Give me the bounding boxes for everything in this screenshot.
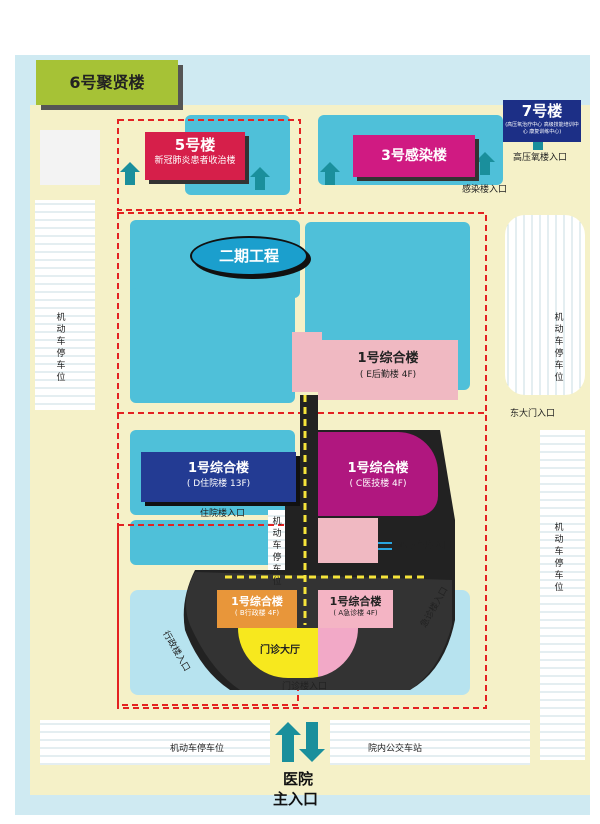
building-5-sub: 新冠肺炎患者收治楼 <box>154 156 236 166</box>
lobby-right <box>318 628 358 678</box>
building-5-name: 5号楼 <box>174 136 216 154</box>
building-b[interactable]: 1号综合楼 ( B行政楼 4F) <box>217 590 297 628</box>
main-entrance-line2: 主入口 <box>273 790 319 808</box>
building-c-wing <box>318 518 378 563</box>
building-e[interactable]: 1号综合楼 ( E后勤楼 4F) <box>318 340 458 400</box>
building-e-name: 1号综合楼 <box>357 351 419 366</box>
parking-bottom <box>40 720 270 765</box>
parking-left <box>35 200 95 410</box>
building-3-name: 3号感染楼 <box>381 148 447 164</box>
building-c-sub: ( C医技楼 4F) <box>349 479 407 489</box>
building-a[interactable]: 1号综合楼 ( A急诊楼 4F) <box>318 590 393 628</box>
main-entrance-line1: 医院 <box>283 770 314 788</box>
parking-right-1-label: 机动车停车位 <box>554 313 564 383</box>
building-d[interactable]: 1号综合楼 ( D住院楼 13F) <box>141 452 296 502</box>
parking-left-label: 机动车停车位 <box>56 313 66 383</box>
infection-entrance-label: 感染楼入口 <box>462 185 508 195</box>
bus-station-label: 院内公交车站 <box>368 744 423 754</box>
parking-mid-label: 机动车停车位 <box>272 517 282 587</box>
outpatient-entrance-label: 门诊楼入口 <box>282 682 328 692</box>
bus-station-area <box>330 720 530 765</box>
outpatient-lobby[interactable]: 门诊大厅 <box>238 628 358 678</box>
lobby-left <box>238 628 318 678</box>
oxygen-entrance-label: 高压氧楼入口 <box>513 153 568 163</box>
parking-right-2-label: 机动车停车位 <box>554 523 564 593</box>
building-7[interactable]: 7号楼 (高压氧治疗中心 高级技能培训中心 康复训练中心) <box>503 100 581 142</box>
building-b-sub: ( B行政楼 4F) <box>234 609 280 617</box>
lobby-name: 门诊大厅 <box>260 645 300 656</box>
building-7-name: 7号楼 <box>521 102 563 120</box>
corridor-lines <box>225 395 425 625</box>
phase-2-name: 二期工程 <box>218 247 279 265</box>
building-c-name: 1号综合楼 <box>347 461 409 476</box>
building-7-sub: (高压氧治疗中心 高级技能培训中心 康复训练中心) <box>505 122 579 135</box>
building-b-name: 1号综合楼 <box>231 595 283 608</box>
phase-2-building[interactable]: 二期工程 <box>190 236 308 276</box>
building-d-name: 1号综合楼 <box>187 461 250 476</box>
sports-court <box>40 130 100 185</box>
building-6-name: 6号聚贤楼 <box>69 73 145 92</box>
building-a-sub: ( A急诊楼 4F) <box>333 609 378 617</box>
building-d-sub: ( D住院楼 13F) <box>186 479 251 489</box>
building-3[interactable]: 3号感染楼 <box>353 135 475 177</box>
parking-right-top <box>505 215 585 395</box>
east-gate-label: 东大门入口 <box>510 409 556 419</box>
building-e-sub: ( E后勤楼 4F) <box>359 370 417 380</box>
building-a-name: 1号综合楼 <box>329 595 382 608</box>
underground-garage-label: 地下车库入口 <box>398 541 453 551</box>
building-c[interactable]: 1号综合楼 ( C医技楼 4F) <box>318 432 438 516</box>
building-5[interactable]: 5号楼 新冠肺炎患者收治楼 <box>145 132 245 180</box>
building-e-annex <box>292 332 322 392</box>
parking-right-bottom <box>540 430 585 760</box>
parking-bottom-label: 机动车停车位 <box>170 744 225 754</box>
building-6[interactable]: 6号聚贤楼 <box>36 60 178 105</box>
inpatient-entrance-label: 住院楼入口 <box>200 509 246 519</box>
